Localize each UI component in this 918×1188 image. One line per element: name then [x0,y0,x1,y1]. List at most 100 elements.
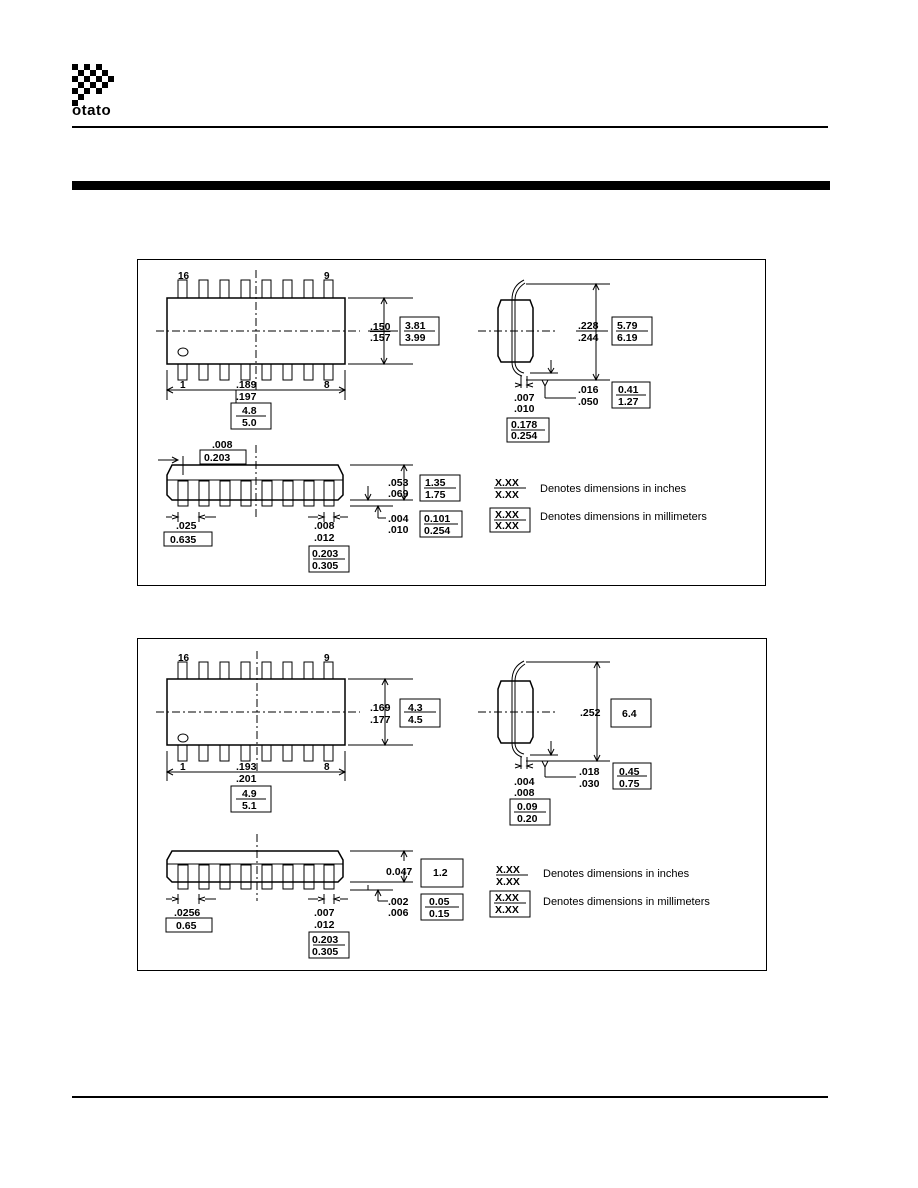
lead-thk-mm-box [509,798,551,826]
legend-mm-label: Denotes dimensions in millimeters [540,511,707,523]
standoff-mm-box [420,893,464,921]
lead-w-mm-min: 0.203 [312,548,338,560]
pitch-mm: 0.635 [170,534,196,546]
lead-thk-mm-box [506,417,550,443]
width-mm-min: 4.3 [408,702,423,714]
legend-mm-top: X.XX [495,892,519,904]
standoff-mm-max: 0.254 [424,525,450,537]
foot-in-max: .050 [578,396,599,408]
pin-label-9: 9 [324,653,330,664]
pitch-in: .025 [176,520,197,532]
legend-in-bottom: X.XX [495,489,519,501]
legend-in-bottom: X.XX [496,876,520,888]
legend-inches-label: Denotes dimensions in inches [540,483,687,495]
lead-w-in-max: .012 [314,532,335,544]
body-h-in-min: .053 [388,477,409,489]
end-height-mm: 6.4 [622,708,637,720]
logo-text: otato [72,102,112,119]
lead-thk-in-min: .007 [514,392,535,404]
standoff-in-max: .006 [388,907,409,919]
body-h-in: 0.047 [386,866,412,878]
width-mm-box [399,316,440,346]
pin-label-8: 8 [324,380,330,391]
legend-in-top: X.XX [496,864,520,876]
pin-label-16: 16 [178,271,190,282]
foot-in-min: .016 [578,384,599,396]
length-in-max: .197 [236,391,257,403]
legend-in-top: X.XX [495,477,519,489]
package-2-svg: 16 9 1 8 .169 .177 4.3 4.5 .193 .201 4.9… [156,651,710,959]
end-height-mm-min: 5.79 [617,320,638,332]
length-mm-box [230,402,272,430]
legend-mm-box [489,890,531,918]
pin1-mark-icon [177,347,189,357]
lead-w-mm-box [308,931,350,959]
lead-w-in-min: .007 [314,907,335,919]
foot-mm-min: 0.45 [619,766,640,778]
logo-mark-icon [72,64,114,106]
side-leads [177,480,335,507]
pin-label-1: 1 [180,380,186,391]
length-mm-box [230,785,272,813]
shoulder-mm: 0.203 [204,452,230,464]
lead-thk-mm-max: 0.20 [517,813,538,825]
bottom-leads [177,744,334,762]
lead-thk-in-min: .004 [514,776,535,788]
side-view-body [166,464,344,501]
body-h-mm: 1.2 [433,867,448,879]
pin-label-16: 16 [178,653,190,664]
width-in-max: .157 [370,332,391,344]
standoff-in-max: .010 [388,524,409,536]
width-mm-max: 4.5 [408,714,423,726]
end-view-body [497,680,534,744]
standoff-mm-box [419,510,463,538]
body-h-mm-max: 1.75 [425,489,446,501]
standoff-mm-max: 0.15 [429,908,450,920]
end-height-in: .252 [580,707,601,719]
foot-mm-box [612,762,652,790]
end-height-mm-max: 6.19 [617,332,638,344]
lead-thk-mm-min: 0.178 [511,419,537,431]
lead-w-in-max: .012 [314,919,335,931]
package-drawing-2: 16 9 1 8 .169 .177 4.3 4.5 .193 .201 4.9… [137,638,767,971]
package-drawing-1: 16 9 1 8 .150 .157 3.81 3.99 .189 .197 4… [137,259,766,586]
foot-mm-max: 1.27 [618,396,639,408]
body-h-mm-min: 1.35 [425,477,446,489]
standoff-in-min: .002 [388,896,409,908]
bottom-leads [177,363,334,381]
lead-w-mm-max: 0.305 [312,946,338,958]
length-mm-max: 5.1 [242,800,257,812]
foot-in-max: .030 [579,778,600,790]
title-bar [72,181,830,190]
legend-mm-box [489,507,531,533]
pitch-in: .0256 [174,907,200,919]
lead-thk-mm-min: 0.09 [517,801,538,813]
header-rule [72,126,828,128]
width-mm-box [399,698,441,728]
length-in-min: .189 [236,379,257,391]
pin-label-1: 1 [180,762,186,773]
foot-mm-max: 0.75 [619,778,640,790]
end-view-body [497,299,534,363]
legend-mm-bottom: X.XX [495,904,519,916]
lead-w-mm-box [308,545,350,573]
lead-thk-mm-max: 0.254 [511,430,537,442]
length-mm-min: 4.9 [242,788,257,800]
length-mm-min: 4.8 [242,405,257,417]
width-in-min: .169 [370,702,391,714]
side-view-body [166,850,344,883]
legend-mm-top: X.XX [495,509,519,521]
standoff-mm-min: 0.05 [429,896,450,908]
lead-thk-in-max: .008 [514,787,535,799]
pitch-mm-box [163,531,213,547]
foot-mm-min: 0.41 [618,384,639,396]
foot-in-min: .018 [579,766,600,778]
lead-w-mm-min: 0.203 [312,934,338,946]
end-height-mm-box [611,316,653,346]
width-in-max: .177 [370,714,391,726]
pitch-mm-box [165,917,213,933]
footer-rule [72,1096,828,1098]
pin-label-9: 9 [324,271,330,282]
lead-w-in-min: .008 [314,520,335,532]
end-height-in-min: .228 [578,320,599,332]
